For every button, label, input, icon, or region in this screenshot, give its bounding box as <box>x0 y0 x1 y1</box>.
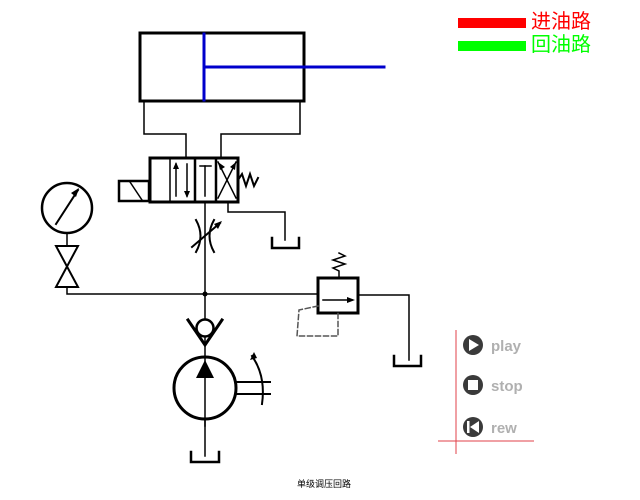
directional-control-valve <box>117 156 260 204</box>
legend: 进油路 回油路 <box>458 9 591 56</box>
tank-icon <box>392 354 423 368</box>
pilot-line <box>296 305 339 337</box>
shutoff-valve-icon <box>54 245 80 288</box>
rewind-label: rew <box>491 420 517 437</box>
drive-motor-icon <box>250 354 264 406</box>
diagram-caption: 单级调压回路 <box>297 478 351 490</box>
solenoid-actuator <box>117 179 151 203</box>
relief-valve-branch <box>204 251 423 368</box>
tank-icon <box>270 236 301 250</box>
rewind-button[interactable]: rew <box>463 417 517 437</box>
stop-label: stop <box>491 378 523 395</box>
spring-icon <box>236 170 260 190</box>
check-valve <box>185 317 225 348</box>
play-button[interactable]: play <box>463 335 522 355</box>
hydraulic-pump <box>172 352 271 464</box>
legend-swatch-supply <box>458 18 526 28</box>
hydraulic-cylinder <box>138 31 386 103</box>
relief-valve <box>316 276 360 315</box>
throttle-valve <box>194 218 202 254</box>
play-label: play <box>491 338 522 355</box>
relief-spring-icon <box>330 251 348 279</box>
stop-button[interactable]: stop <box>463 375 523 395</box>
cylinder-port-lines <box>143 100 301 159</box>
legend-swatch-return <box>458 41 526 51</box>
valve-return-line <box>227 201 301 250</box>
playback-controls: play stop rew <box>438 330 534 454</box>
legend-label-return: 回油路 <box>531 32 591 56</box>
pressure-gauge-branch <box>40 181 206 295</box>
tank-icon <box>189 450 221 464</box>
legend-label-supply: 进油路 <box>531 9 591 33</box>
